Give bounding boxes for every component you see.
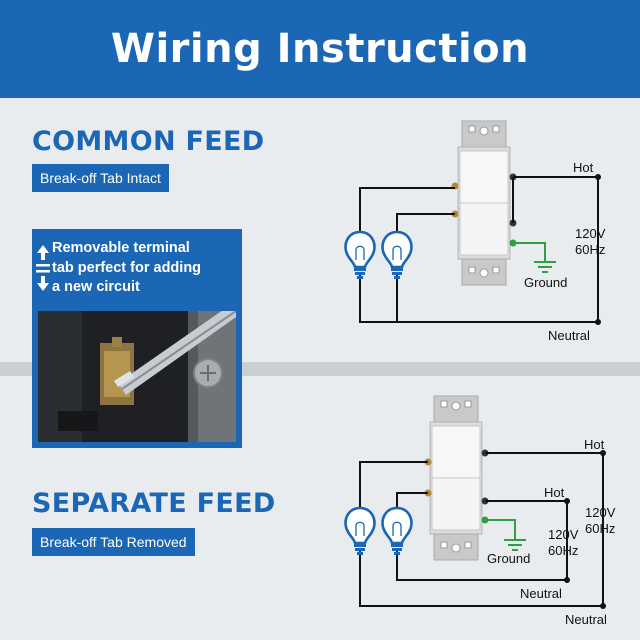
common-feed-tag: Break-off Tab Intact xyxy=(32,164,169,192)
terminal-tab-callout: Removable terminal tab perfect for addin… xyxy=(32,229,242,448)
header-banner: Wiring Instruction xyxy=(0,0,640,98)
light-bulb-icon xyxy=(344,506,376,557)
separate-feed-tag: Break-off Tab Removed xyxy=(32,528,195,556)
common-feed-diagram xyxy=(344,120,601,325)
callout-line: tab perfect for adding xyxy=(52,259,202,276)
light-bulb-icon xyxy=(344,230,376,281)
separate-hot-outer-label: Hot xyxy=(584,437,605,452)
light-bulb-icon xyxy=(381,230,413,281)
common-feed-title: COMMON FEED xyxy=(32,126,265,157)
common-ground-label: Ground xyxy=(524,275,568,290)
separate-ground-label: Ground xyxy=(487,551,531,566)
separate-frequency-outer-label: 60Hz xyxy=(585,521,616,536)
separate-feed-title: SEPARATE FEED xyxy=(32,488,276,519)
common-frequency-label: 60Hz xyxy=(575,242,606,257)
separate-voltage-outer-label: 120V xyxy=(585,505,616,520)
double-switch-device xyxy=(429,395,483,561)
separate-voltage-inner-label: 120V xyxy=(548,527,579,542)
separate-feed-diagram xyxy=(344,395,606,609)
separate-neutral-inner-label: Neutral xyxy=(520,586,562,601)
callout-line: a new circuit xyxy=(52,279,140,295)
callout-line: Removable terminal xyxy=(52,240,190,256)
page-title: Wiring Instruction xyxy=(110,26,530,72)
separate-frequency-inner-label: 60Hz xyxy=(548,543,579,558)
separate-hot-inner-label: Hot xyxy=(544,485,565,500)
common-neutral-label: Neutral xyxy=(548,328,590,343)
common-hot-label: Hot xyxy=(573,160,594,175)
arrows-up-down-icon xyxy=(36,245,50,291)
callout-text: Removable terminal tab perfect for addin… xyxy=(52,239,240,298)
terminal-tab-photo xyxy=(38,311,236,442)
common-voltage-label: 120V xyxy=(575,226,606,241)
light-bulb-icon xyxy=(381,506,413,557)
separate-neutral-outer-label: Neutral xyxy=(565,612,607,627)
double-switch-device xyxy=(457,120,511,286)
